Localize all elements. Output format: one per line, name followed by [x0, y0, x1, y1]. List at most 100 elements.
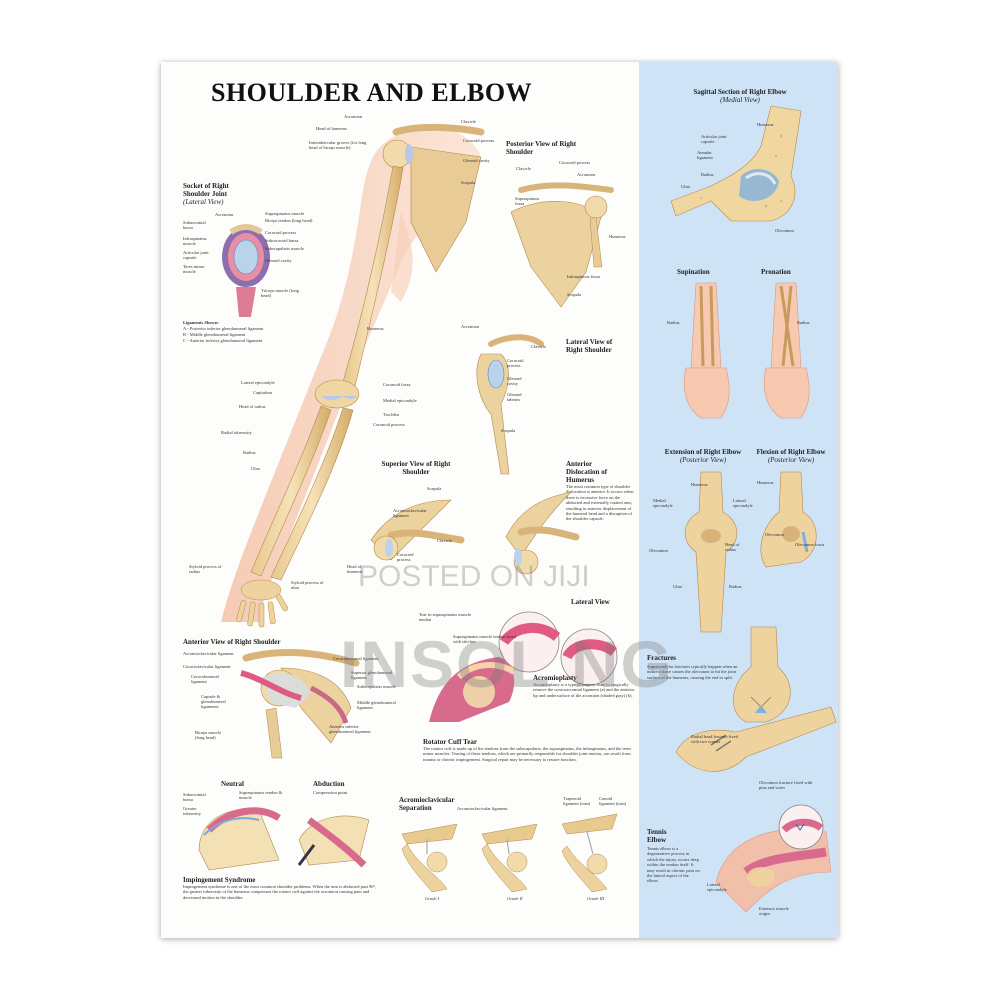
socket-illustration [222, 224, 270, 317]
ligament-c: C - Anterior inferior glenohumeral ligam… [183, 338, 263, 343]
label-radius: Radius [243, 450, 256, 455]
label-head-humerus: Head of humerus [316, 126, 347, 131]
ac-label-0: Acromioclavicular ligament [457, 806, 508, 811]
label-scapula: Scapula [461, 180, 476, 185]
grade-1: Grade I [425, 896, 440, 901]
ext-label-1: Humerus [691, 482, 708, 487]
dislocation-illustration [505, 491, 580, 575]
tennis-label-0: Lateral epicondyle [707, 882, 727, 892]
anterior-label-2: Coracohumeral ligament [191, 674, 219, 684]
socket-label-7: Coracoid process [265, 230, 297, 235]
socket-heading: Socket of Right Shoulder Joint(Lateral V… [183, 182, 229, 206]
label-ulna: Ulna [251, 466, 260, 471]
sagittal-label-0: Humerus [757, 122, 774, 127]
ac-label-2: Conoid ligament (torn) [599, 796, 627, 806]
rotation-illustration [683, 282, 810, 419]
extension-heading: Extension of Right Elbow(Posterior View) [664, 448, 742, 464]
flex-label-1: Olecranon [765, 532, 784, 537]
posterior-label-2: Acromion [577, 172, 596, 177]
socket-label-2: Infraspinatus muscle [183, 236, 207, 246]
tennis-illustration [715, 804, 832, 913]
label-medial-epicondyle: Medial epicondyle [383, 398, 417, 403]
socket-label-0: Acromion [215, 212, 234, 217]
dislocation-heading: Anterior Dislocation of Humerus [566, 460, 608, 484]
grade-3: Grade III [587, 896, 605, 901]
sagittal-label-1: Articular joint capsule [701, 134, 727, 144]
fractures-illustration [675, 626, 837, 772]
fractures-heading: Fractures [647, 654, 677, 662]
posterior-label-3: Supraspinous fossa [515, 196, 540, 206]
label-clavicle: Clavicle [461, 119, 476, 124]
pronation-heading: Pronation [761, 268, 791, 276]
impingement-label-0: Subacromial bursa [183, 792, 206, 802]
flexion-heading: Flexion of Right Elbow(Posterior View) [756, 448, 826, 464]
superior-illustration [370, 499, 465, 561]
impingement-label-1: Greater tuberosity [183, 806, 201, 816]
lateral-label-3: Glenoid cavity [507, 376, 522, 386]
ext-label-0: Medial epicondyle [653, 498, 673, 508]
anterior-label-6: Superior glenohumeral ligament [351, 670, 393, 680]
dislocation-text: The most common type of shoulder disloca… [566, 484, 634, 522]
posterior-illustration [510, 182, 614, 308]
label-coronoid-fossa: Coronoid fossa [383, 382, 411, 387]
anterior-label-3: Capsule & glenohumeral ligaments [201, 694, 226, 709]
anterior-label-0: Acromioclavicular ligament [183, 651, 234, 656]
lateral-heading: Lateral View of Right Shoulder [566, 338, 613, 354]
anterior-label-8: Middle glenohumeral ligament [357, 700, 396, 710]
lateral-label-0: Acromion [461, 324, 480, 329]
socket-label-10: Glenoid cavity [265, 258, 292, 263]
anatomy-poster: SHOULDER AND ELBOW [161, 62, 838, 938]
posterior-label-1: Coracoid process [559, 160, 591, 165]
cuff-label-0: Tear in supraspinatus muscle tendon [419, 612, 472, 622]
label-head-radius: Head of radius [239, 404, 266, 409]
label-radial-tuberosity: Radial tuberosity [221, 430, 252, 435]
lateral-view-heading: Lateral View [571, 598, 610, 606]
supination-heading: Supination [677, 268, 710, 276]
label-coracoid: Coracoid process [463, 138, 495, 143]
socket-label-5: Supraspinatus muscle [265, 211, 305, 216]
lateral-label-1: Clavicle [531, 344, 546, 349]
label-glenoid: Glenoid cavity [463, 158, 490, 163]
ac-heading: Acromioclavicular Separation [399, 796, 455, 812]
sagittal-heading: Sagittal Section of Right Elbow(Medial V… [693, 88, 787, 104]
rotator-cuff-text: The rotator cuff is made up of the tendo… [423, 746, 631, 762]
socket-label-3: Articular joint capsule [183, 250, 209, 260]
impingement-illustration [198, 807, 370, 871]
posterior-label-5: Infraspinous fossa [567, 274, 600, 279]
posterior-heading: Posterior View of Right Shoulder [506, 140, 577, 156]
sagittal-label-5: Olecranon [775, 228, 794, 233]
anterior-heading: Anterior View of Right Shoulder [183, 638, 281, 646]
lateral-label-5: Scapula [501, 428, 516, 433]
label-lateral-epicondyle: Lateral epicondyle [241, 380, 275, 385]
label-acromion: Acromion [344, 114, 363, 119]
extension-illustration [684, 471, 817, 633]
sagittal-label-2: Annular ligament [697, 150, 713, 160]
ligament-a: A - Posterior inferior glenohumeral liga… [183, 326, 264, 331]
lateral-label-2: Coracoid process [507, 358, 524, 368]
ext-label-5: Ulna [673, 584, 682, 589]
poster-title: SHOULDER AND ELBOW [211, 78, 533, 107]
lateral-illustration [476, 334, 544, 475]
acromioplasty-text: Acromioplasty is a type of surgery done … [533, 682, 635, 698]
cuff-label-1: Supraspinatus muscle tendon fixed with s… [453, 634, 516, 644]
tennis-heading: Tennis Elbow [647, 828, 667, 844]
acromioplasty-heading: Acromioplasty [533, 674, 577, 682]
rotator-cuff-heading: Rotator Cuff Tear [423, 738, 477, 746]
superior-label-4: Head of humerus [347, 564, 363, 574]
superior-label-3: Coracoid process [397, 552, 414, 562]
anterior-illustration [240, 649, 360, 759]
abduction-heading: Abduction [313, 780, 345, 788]
ac-label-1: Trapezoid ligament (torn) [563, 796, 591, 806]
posterior-label-6: Scapula [567, 292, 582, 297]
lateral-label-4: Glenoid labrum [507, 392, 522, 402]
fracture-label-0: Radial head fracture fixed with two scre… [691, 734, 738, 744]
posterior-label-0: Clavicle [516, 166, 531, 171]
label-humerus: Humerus [367, 326, 384, 331]
impingement-label-3: Compression point [313, 790, 348, 795]
label-styloid-radius: Styloid process of radius [189, 564, 222, 574]
label-intertubercular: Intertubercular groove (for long head of… [309, 140, 367, 150]
superior-label-0: Scapula [427, 486, 442, 491]
anterior-label-9: Anterior inferior glenohumeral ligament [329, 724, 371, 734]
socket-label-8: Subcoracoid bursa [265, 238, 299, 243]
ext-label-4: Head of radius [725, 542, 740, 552]
